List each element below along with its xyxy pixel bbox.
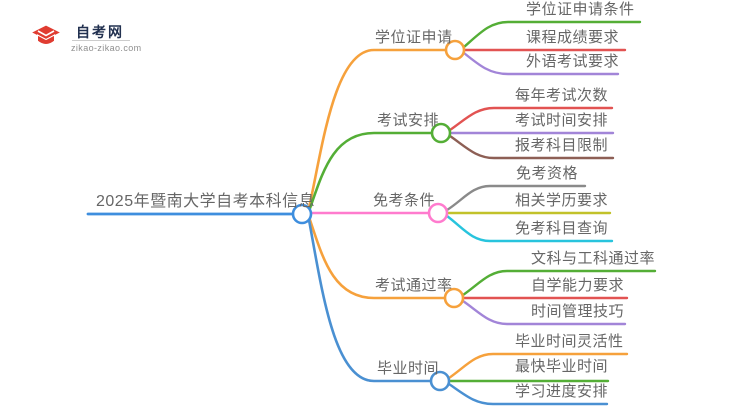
leaf-connector-1-0 [448,106,614,132]
root-node-circle [291,203,313,225]
leaf-connector-1-2 [448,134,615,160]
leaf-connector-0-0 [462,20,642,49]
leaf-label-0-0: 学位证申请条件 [526,1,635,18]
leaf-label-4-0: 毕业时间灵活性 [515,333,624,350]
branch-connector-4 [307,218,433,383]
branch-label-3: 考试通过率 [375,277,453,294]
graduation-cap-icon [29,20,63,53]
leaf-connector-4-0 [447,352,629,380]
leaf-label-2-2: 免考科目查询 [515,220,609,237]
branch-label-1: 考试安排 [377,112,440,129]
logo-divider [72,40,130,41]
leaf-label-3-1: 自学能力要求 [531,277,625,294]
leaf-label-0-2: 外语考试要求 [526,53,620,70]
leaf-label-3-2: 时间管理技巧 [531,303,625,320]
branch-connector-0 [307,48,448,210]
leaf-connector-0-2 [462,51,620,76]
branch-connector-1 [307,131,434,213]
leaf-connector-3-0 [461,269,657,297]
branch-node-circle-0 [444,39,466,61]
branch-node-circle-3 [443,287,465,309]
leaf-connector-3-2 [461,299,627,326]
branch-node-circle-4 [429,370,451,392]
logo-title: 自考网 [76,24,124,40]
branch-label-4: 毕业时间 [377,360,440,377]
leaf-connector-2-2 [445,214,614,243]
leaf-connector-4-2 [447,382,609,406]
branch-node-circle-1 [430,122,452,144]
root-node-label: 2025年暨南大学自考本科信息 [96,193,316,210]
logo-domain: zikao-zikao.com [71,43,142,53]
leaf-label-0-1: 课程成绩要求 [526,29,620,46]
branch-label-2: 免考条件 [373,192,436,209]
leaf-label-2-0: 免考资格 [516,165,579,182]
leaf-label-1-2: 报考科目限制 [515,137,609,154]
branch-node-circle-2 [427,202,449,224]
leaf-label-1-1: 考试时间安排 [515,112,609,129]
leaf-connector-2-0 [445,184,587,212]
leaf-label-1-0: 每年考试次数 [515,87,609,104]
branch-label-0: 学位证申请 [375,29,453,46]
leaf-label-4-2: 学习进度安排 [515,383,609,400]
leaf-label-3-0: 文科与工科通过率 [531,250,656,267]
site-logo: 自考网 zikao-zikao.com [28,16,158,60]
leaf-label-2-1: 相关学历要求 [515,192,609,209]
leaf-label-4-1: 最快毕业时间 [515,358,609,375]
branch-connector-3 [307,215,447,300]
